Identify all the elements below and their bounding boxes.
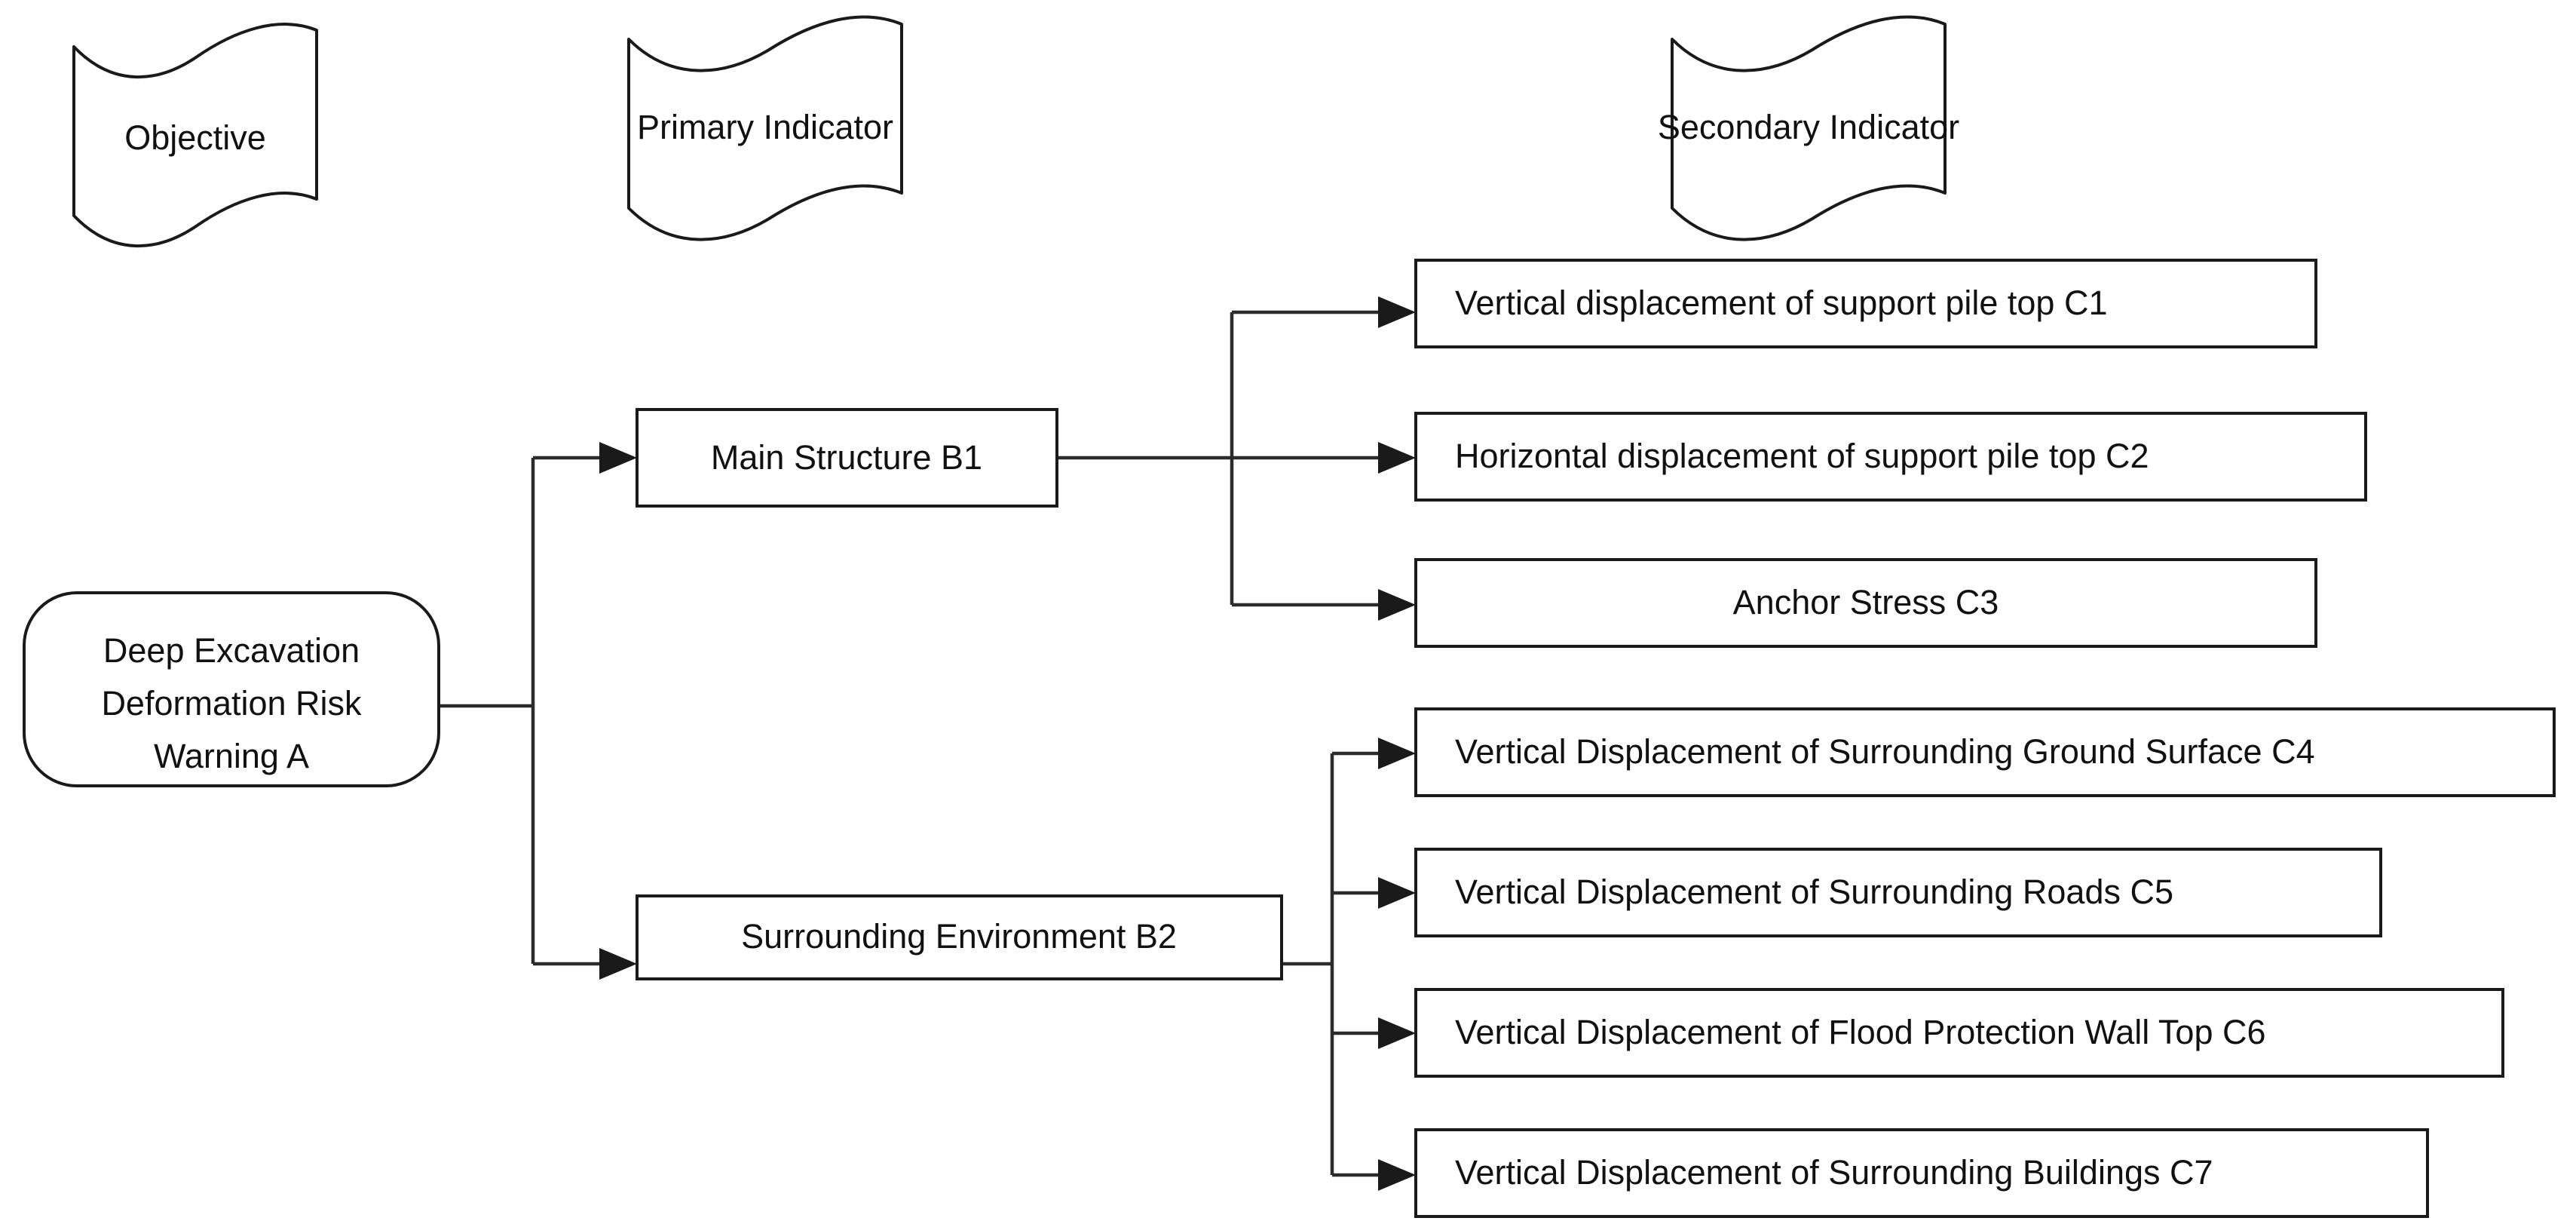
banner-secondary-indicator[interactable]: Secondary Indicator [1658, 15, 1959, 241]
arrow-b2-to-c6 [1378, 1017, 1416, 1049]
node-c7-label: Vertical Displacement of Surrounding Bui… [1455, 1153, 2213, 1192]
node-c4[interactable]: Vertical Displacement of Surrounding Gro… [1414, 707, 2556, 797]
node-c3[interactable]: Anchor Stress C3 [1414, 558, 2317, 648]
banner-objective[interactable]: Objective [72, 23, 318, 247]
edge-group-root [439, 442, 637, 980]
banner-primary-label: Primary Indicator [637, 108, 893, 146]
node-b2-shape [636, 894, 1283, 980]
node-c2-shape [1414, 412, 2367, 502]
node-b1-label: Main Structure B1 [711, 438, 982, 477]
arrow-b2-to-c5 [1378, 877, 1416, 909]
node-c2-label: Horizontal displacement of support pile … [1455, 437, 2149, 475]
node-c5-label: Vertical Displacement of Surrounding Roa… [1455, 873, 2173, 911]
node-c6-label: Vertical Displacement of Flood Protectio… [1455, 1013, 2266, 1051]
node-c7[interactable]: Vertical Displacement of Surrounding Bui… [1414, 1128, 2429, 1218]
banner-objective-shape [72, 23, 318, 247]
node-root-a-line1: Deep Excavation [103, 631, 360, 670]
node-c6[interactable]: Vertical Displacement of Flood Protectio… [1414, 988, 2504, 1078]
node-c4-label: Vertical Displacement of Surrounding Gro… [1455, 732, 2315, 771]
node-root-a-line3: Warning A [154, 737, 309, 775]
node-b1-shape [636, 408, 1058, 508]
node-c3-shape [1414, 558, 2317, 648]
node-c1-label: Vertical displacement of support pile to… [1455, 284, 2107, 322]
arrow-b2-to-c4 [1378, 738, 1416, 769]
node-b1[interactable]: Main Structure B1 [636, 408, 1058, 508]
node-root-a-line2: Deformation Risk [101, 684, 362, 722]
banner-secondary-shape [1671, 15, 1947, 241]
node-c6-shape [1414, 988, 2504, 1078]
banner-secondary-label: Secondary Indicator [1658, 108, 1959, 146]
node-c1[interactable]: Vertical displacement of support pile to… [1414, 259, 2317, 348]
edge-group-b1 [1057, 296, 1416, 621]
arrow-a-to-b1 [599, 442, 637, 474]
banner-primary-shape [627, 15, 903, 241]
arrow-b1-to-c1 [1378, 296, 1416, 328]
node-c5[interactable]: Vertical Displacement of Surrounding Roa… [1414, 848, 2382, 937]
node-c3-label: Anchor Stress C3 [1733, 583, 1999, 621]
node-root-a[interactable]: Deep Excavation Deformation Risk Warning… [23, 591, 440, 787]
node-c5-shape [1414, 848, 2382, 937]
banner-objective-label: Objective [124, 118, 266, 157]
node-c1-shape [1414, 259, 2317, 348]
node-c7-shape [1414, 1128, 2429, 1218]
arrow-b2-to-c7 [1378, 1159, 1416, 1191]
node-b2[interactable]: Surrounding Environment B2 [636, 894, 1283, 980]
banner-primary-indicator[interactable]: Primary Indicator [627, 15, 903, 241]
node-c2[interactable]: Horizontal displacement of support pile … [1414, 412, 2367, 502]
node-b2-label: Surrounding Environment B2 [741, 917, 1177, 956]
edge-group-b2 [1282, 738, 1416, 1191]
arrow-a-to-b2 [599, 948, 637, 980]
node-c4-shape [1414, 707, 2556, 797]
node-root-a-shape [23, 591, 440, 787]
arrow-b1-to-c2 [1378, 442, 1416, 474]
arrow-b1-to-c3 [1378, 589, 1416, 621]
